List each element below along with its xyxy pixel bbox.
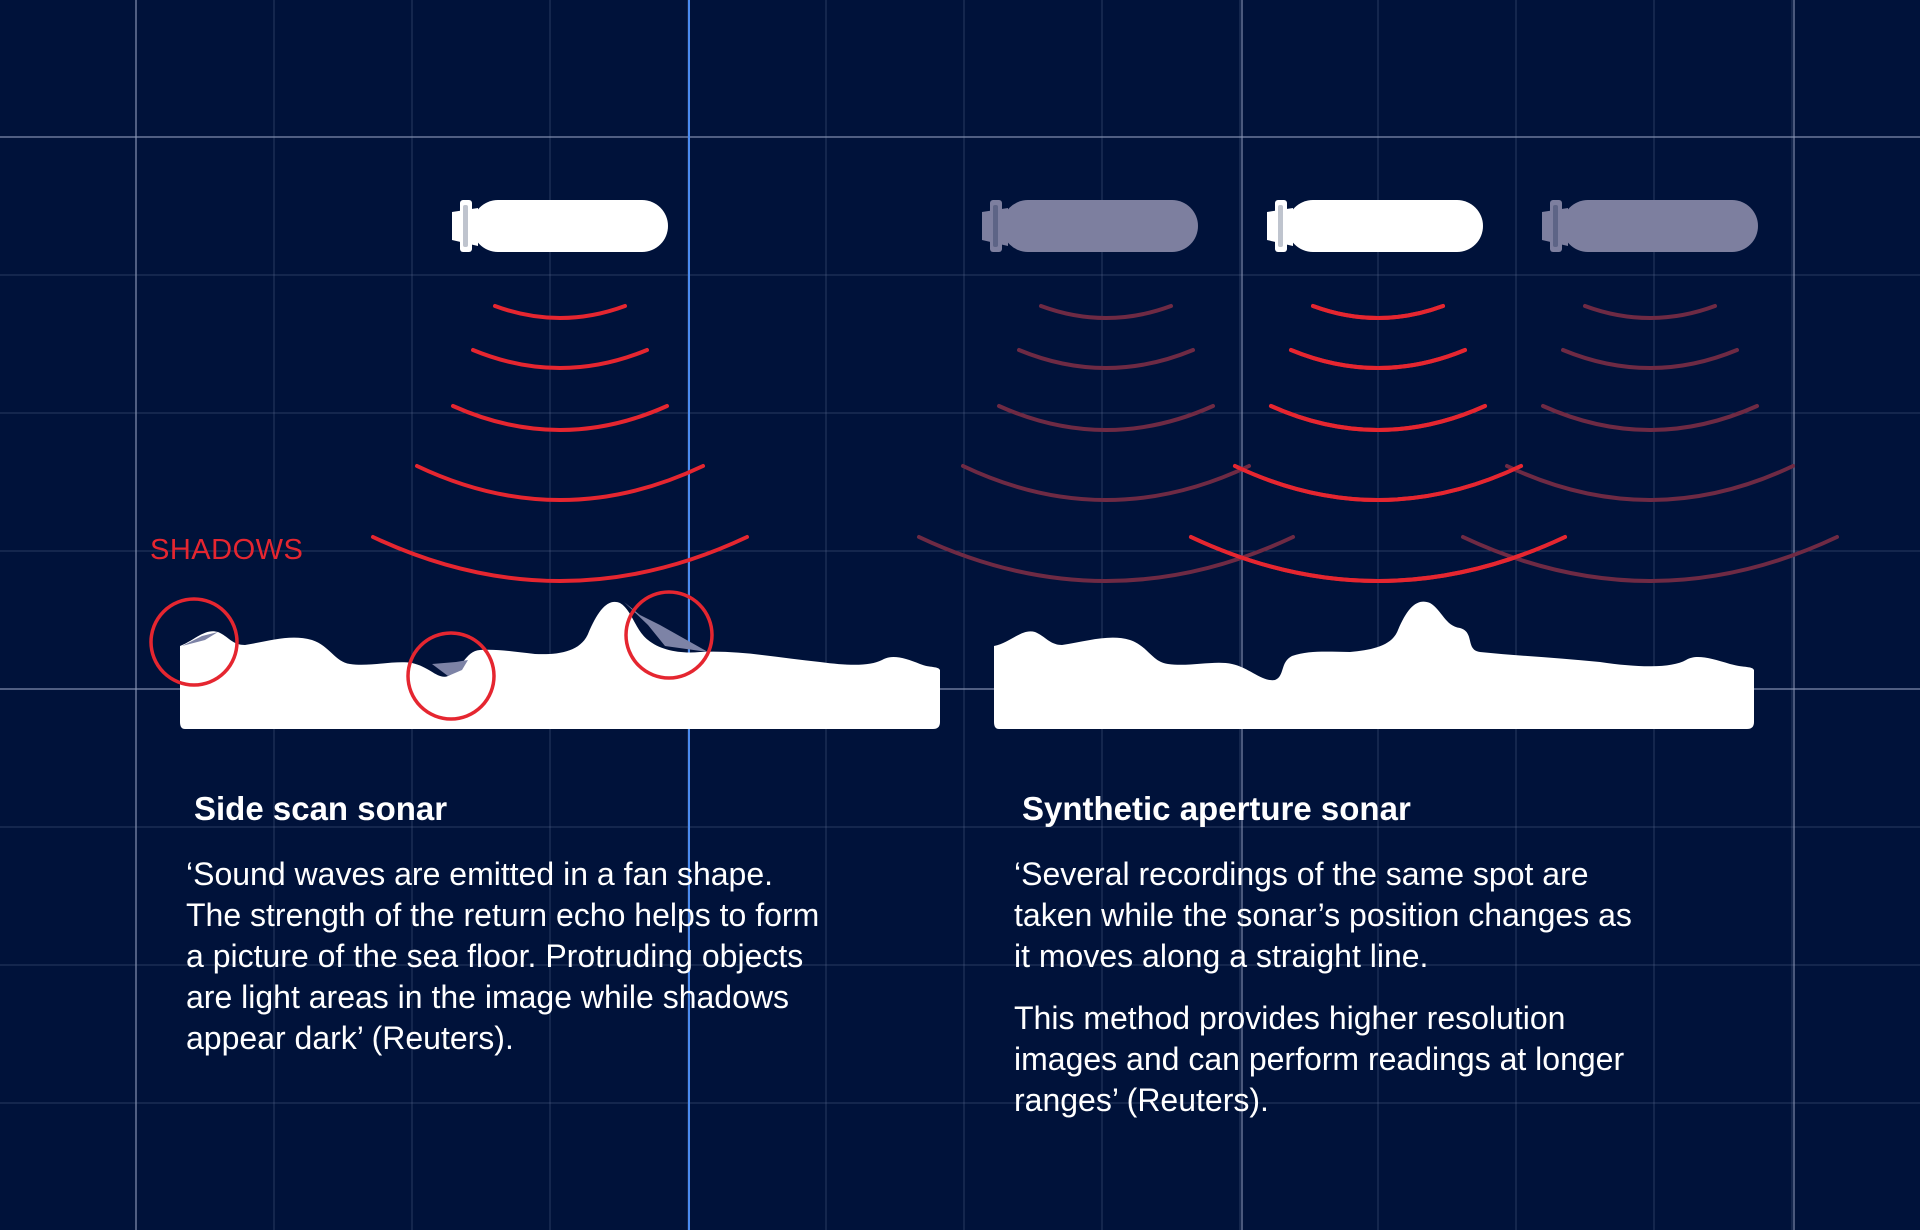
sonar-wave-arc [371,535,749,583]
seafloor-shadow [624,602,708,652]
vehicle-seam [1278,205,1283,247]
sonar-wave-arc [493,304,627,320]
sonar-wave-arc [1583,304,1717,320]
sonar-wave-arc [471,348,649,370]
sonar-wave-arc [415,464,705,502]
sonar-wave-arc [1505,464,1795,502]
sonar-wave-arc [997,404,1215,432]
sonar-wave-group [917,304,1295,583]
sonar-wave-arc [1461,535,1839,583]
sonar-wave-arc [1541,404,1759,432]
seafloor-synthetic-aperture [994,601,1754,729]
vehicle-fin [1550,200,1562,252]
sonar-wave-arc [917,535,1295,583]
underwater-vehicle-icon [982,200,1198,252]
vehicle-propeller [1542,214,1552,238]
side-scan-description: ‘Sound waves are emitted in a fan shape.… [186,854,826,1080]
side-scan-title: Side scan sonar [194,790,448,827]
underwater-vehicle-icon [452,200,668,252]
underwater-vehicle-icon [1267,200,1483,252]
sonar-wave-arc [961,464,1251,502]
vehicle-propeller [452,214,462,238]
shadow-circle-marker [149,597,239,687]
seafloor-shadow [182,632,218,646]
shadows-label: SHADOWS [150,534,304,566]
vehicle-seam [463,205,468,247]
seafloor-side-scan [180,601,940,729]
sonar-wave-arc [1269,404,1487,432]
sonar-wave-arc [1561,348,1739,370]
synthetic-aperture-description: ‘Several recordings of the same spot are… [1014,854,1634,1142]
sonar-wave-group [371,304,749,583]
vehicle-propeller [982,214,992,238]
vehicle-hull [1562,200,1758,252]
sonar-wave-arc [1039,304,1173,320]
vehicle-hull [472,200,668,252]
underwater-vehicle-icon [1542,200,1758,252]
seafloor-shadow [432,660,468,676]
vehicle-fin [990,200,1002,252]
synthetic-aperture-paragraph-2: This method provides higher resolution i… [1014,1000,1625,1118]
vehicle-fin [460,200,472,252]
shadow-circle-marker [624,590,714,680]
sonar-wave-group [1461,304,1839,583]
vehicle-fin [1275,200,1287,252]
side-scan-paragraph-1: ‘Sound waves are emitted in a fan shape.… [186,856,820,1056]
sonar-wave-arc [1017,348,1195,370]
vehicle-seam [993,205,998,247]
sonar-wave-group [1189,304,1567,583]
sonar-wave-arc [1233,464,1523,502]
sonar-wave-arc [1289,348,1467,370]
sonar-wave-arc [1189,535,1567,583]
sonar-wave-arc [1311,304,1445,320]
shadow-circle-marker [406,631,496,721]
sonar-wave-group [1189,304,1567,583]
sonar-wave-arc [451,404,669,432]
vehicle-hull [1002,200,1198,252]
vehicle-seam [1553,205,1558,247]
vehicle-hull [1287,200,1483,252]
synthetic-aperture-paragraph-1: ‘Several recordings of the same spot are… [1014,856,1632,974]
synthetic-aperture-title: Synthetic aperture sonar [1022,790,1411,827]
vehicle-propeller [1267,214,1277,238]
